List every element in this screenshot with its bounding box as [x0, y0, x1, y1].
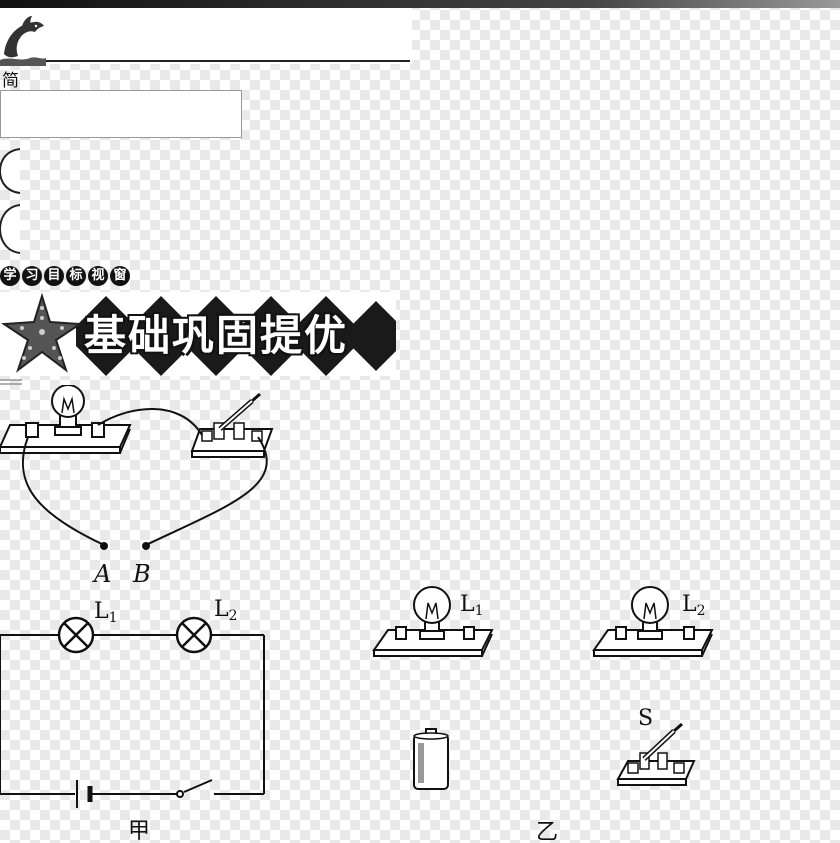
label-l1: L: [94, 599, 109, 624]
switch-symbol: [176, 790, 184, 798]
dolphin-icon: [0, 16, 46, 66]
terminal-a: [100, 542, 108, 550]
svg-text:L2: L2: [682, 592, 706, 619]
switch-board: [190, 392, 274, 458]
circuit-diagram-jia: L1 L2 甲: [0, 597, 265, 843]
battery: [413, 728, 449, 790]
caption-yi: 乙: [536, 820, 558, 843]
svg-text:L2: L2: [214, 597, 238, 624]
banner-title: 基础巩固提优: [84, 311, 349, 360]
goal-char: 习: [22, 266, 42, 286]
label-l2-sub: 2: [697, 603, 706, 619]
starfish-icon: [0, 292, 84, 373]
header-rule: [40, 60, 410, 62]
terminal-b: [142, 542, 150, 550]
goal-title: 学 习 目 标 视 窗: [0, 266, 130, 292]
label-l2-sub: 2: [229, 608, 238, 624]
bracket-mark: [0, 148, 21, 194]
section-char: 简: [2, 71, 19, 91]
divider-lines: [0, 379, 22, 385]
lamp-l1-symbol: [57, 616, 95, 654]
label-a: A: [92, 560, 111, 588]
goal-char: 学: [0, 266, 20, 286]
header-area: [0, 8, 412, 64]
bulb-l2-board: [592, 586, 714, 657]
switch-s: [616, 722, 696, 786]
text-box: [0, 90, 242, 138]
label-l2: L: [682, 592, 697, 617]
banner-diamonds: [76, 296, 396, 376]
goal-char: 视: [88, 266, 108, 286]
components-figure-yi: L1 L2 S 乙: [372, 586, 714, 843]
label-l1-sub: 1: [109, 610, 118, 626]
label-l1-sub: 1: [475, 603, 484, 619]
battery-symbol: [76, 780, 93, 808]
caption-jia: 甲: [128, 819, 150, 843]
lamp-l2-symbol: [175, 616, 213, 654]
label-l2: L: [214, 597, 229, 622]
svg-text:L1: L1: [460, 592, 484, 619]
label-b: B: [132, 560, 151, 588]
bulb-l1-board: [372, 586, 494, 657]
bulb-switch-figure: A B: [0, 385, 274, 588]
goal-char: 标: [66, 266, 86, 286]
label-s: S: [638, 706, 653, 731]
goal-char: 目: [44, 266, 64, 286]
top-bar: [0, 0, 840, 8]
goal-char: 窗: [110, 266, 130, 286]
label-l1: L: [460, 592, 475, 617]
bulb-board: [0, 385, 132, 454]
svg-text:L1: L1: [94, 599, 118, 626]
bracket-mark: [0, 204, 21, 254]
